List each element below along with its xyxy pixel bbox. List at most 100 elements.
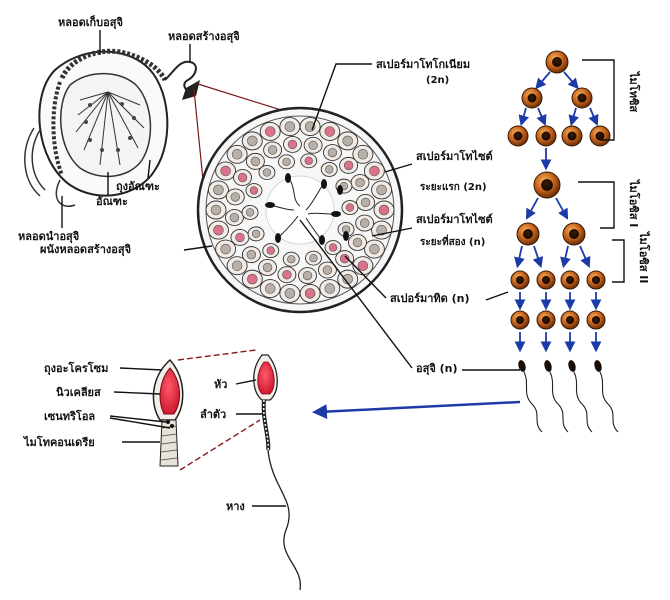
tubule-cell (241, 269, 263, 289)
mature-sperm (544, 360, 569, 433)
label-spermatid: สเปอร์มาทิด (n) (344, 255, 509, 305)
tubule-cell (300, 153, 318, 169)
tubule-cell (348, 234, 367, 251)
tubule-cell (278, 154, 295, 170)
svg-text:(2n): (2n) (426, 75, 449, 86)
label-epididymis: หลอดเก็บอสุจิ (58, 15, 123, 55)
tubule-cell (355, 214, 375, 232)
svg-text:หลอดสร้างอสุจิ: หลอดสร้างอสุจิ (168, 30, 240, 44)
division-arrow (518, 107, 529, 127)
tubule-cell (245, 152, 265, 170)
tubule-cell (298, 267, 317, 285)
spermatid-cell (586, 270, 606, 290)
label-seminiferous-tubule: หลอดสร้างอสุจิ (168, 30, 240, 62)
tubule-cell (259, 122, 281, 141)
division-arrow (563, 71, 579, 90)
tubule-cell (371, 220, 393, 240)
division-arrow (514, 245, 525, 269)
tubule-cell (279, 283, 301, 303)
svg-text:สเปอร์มาโทโกเนียม: สเปอร์มาโทโกเนียม (376, 57, 470, 71)
svg-text:ระยะที่สอง (n): ระยะที่สอง (n) (420, 234, 485, 248)
svg-text:สเปอร์มาทิด (n): สเปอร์มาทิด (n) (390, 292, 470, 305)
division-arrow (568, 107, 579, 127)
primary-spermatocyte-cell (533, 171, 561, 199)
tubule-cell (263, 141, 283, 159)
tubule-cell (262, 243, 280, 259)
sperm-detail (152, 349, 301, 591)
tubule-cell (258, 165, 276, 180)
tubule-cell (299, 283, 321, 303)
spermatogonium-cell (507, 125, 529, 147)
svg-text:ไมโอซิส I: ไมโอซิส I (627, 178, 641, 227)
tubule-cell (233, 169, 252, 186)
label-nucleus: นิวเคลียส (56, 386, 161, 399)
svg-text:นิวเคลียส: นิวเคลียส (56, 386, 101, 399)
tubule-cell (371, 180, 393, 200)
tubule-cell (339, 156, 359, 174)
svg-text:ถุงอัณฑะ: ถุงอัณฑะ (116, 180, 160, 194)
tubule-cell (224, 209, 244, 226)
spermatid-cell (510, 310, 530, 330)
label-primary-spermatocyte: สเปอร์มาโทไซต์ ระยะแรก (2n) (384, 149, 493, 193)
label-tail: หาง (226, 500, 286, 513)
tubule-cell (319, 122, 341, 141)
spermatid-cell (536, 310, 556, 330)
tubule-cell (247, 226, 265, 242)
tubule-cell (303, 136, 323, 154)
tubule-cell (350, 174, 370, 192)
svg-text:เซนทริโอล: เซนทริโอล (44, 409, 95, 423)
tubule-cell (225, 188, 245, 206)
spermatogonium-cell (535, 125, 557, 147)
division-arrow (525, 197, 539, 220)
svg-text:ถุงอะโครโซม: ถุงอะโครโซม (44, 361, 108, 376)
tubule-cell (337, 222, 355, 237)
mature-sperm (568, 360, 593, 433)
arrow-to-sperm-detail (312, 400, 521, 420)
mature-sperm (594, 360, 619, 433)
tubule-cell (241, 131, 263, 151)
label-midpiece: ลำตัว (200, 408, 262, 421)
svg-text:ระยะแรก (2n): ระยะแรก (2n) (420, 182, 487, 193)
spermatogonium-cell (571, 87, 593, 109)
svg-text:สเปอร์มาโทไซต์: สเปอร์มาโทไซต์ (416, 149, 493, 163)
tubule-cell (317, 261, 337, 279)
tubule-cell (241, 246, 261, 264)
tubule-cell (320, 161, 338, 177)
svg-text:ลำตัว: ลำตัว (200, 408, 226, 421)
tubule-cell (215, 239, 237, 259)
tubule-cell (241, 204, 259, 220)
label-spermatogonium: สเปอร์มาโทโกเนียม (2n) (311, 57, 470, 131)
tubule-cell (230, 228, 250, 246)
spermatid-cell (536, 270, 556, 290)
tubule-cell (283, 135, 302, 153)
svg-text:อัณฑะ: อัณฑะ (96, 195, 128, 208)
tubule-cell (352, 256, 374, 276)
division-arrow (579, 245, 591, 268)
svg-text:หัว: หัว (214, 378, 227, 391)
label-centriole: เซนทริโอล (44, 409, 171, 429)
tubule-cell (324, 240, 342, 255)
svg-text:ไมโอซิส II: ไมโอซิส II (637, 230, 651, 284)
tubule-cell (305, 250, 322, 266)
division-arrow (536, 107, 547, 126)
spermatogonium-cell (561, 125, 583, 147)
label-testis: อัณฑะ (96, 172, 128, 208)
spermatid-cell (560, 270, 580, 290)
label-mitochondria: ไมโทคอนเดรีย (22, 435, 160, 449)
mature-sperm (518, 360, 543, 433)
tubule-cell (341, 200, 359, 216)
svg-text:สเปอร์มาโทไซต์: สเปอร์มาโทไซต์ (416, 212, 493, 226)
spermatogonium-cell (545, 50, 569, 74)
tubule-cell (279, 117, 301, 137)
tubule-cell (335, 250, 355, 268)
division-arrow (532, 245, 544, 269)
tubule-cell (352, 144, 374, 164)
tubule-cell (226, 256, 248, 276)
division-arrow (588, 107, 599, 126)
tubule-cell (226, 144, 248, 164)
spermatid-cell (560, 310, 580, 330)
tubule-cell (323, 144, 342, 161)
svg-text:ไมโทซิส: ไมโทซิส (627, 70, 641, 112)
